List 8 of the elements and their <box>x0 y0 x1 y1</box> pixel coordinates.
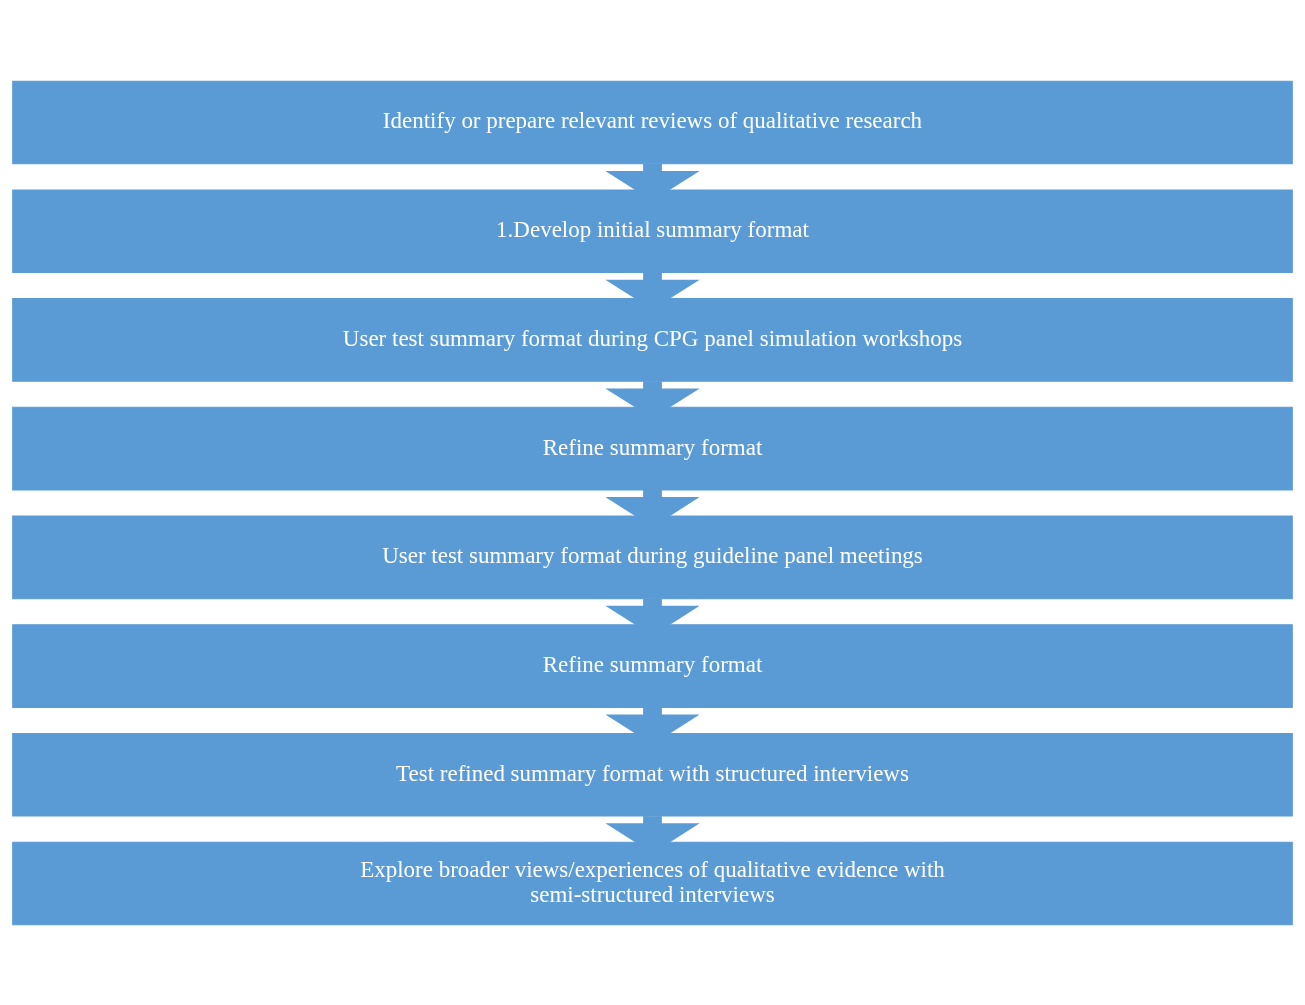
node-box: Identify or prepare relevant reviews of qualitative research <box>12 80 1293 164</box>
node-box: Test refined summary format with structured interviews <box>12 732 1293 817</box>
node-box: Refine summary format <box>12 406 1293 490</box>
node-box: 1.Develop initial summary format <box>12 188 1293 273</box>
node-box: User test summary format during guideline panel meetings <box>12 515 1293 599</box>
node-box: Refine summary format <box>12 623 1293 708</box>
node-box: Explore broader views/experiences of qualitative evidence with semi-structured interviews <box>12 841 1293 925</box>
node-box: User test summary format during CPG panel simulation workshops <box>12 297 1293 382</box>
